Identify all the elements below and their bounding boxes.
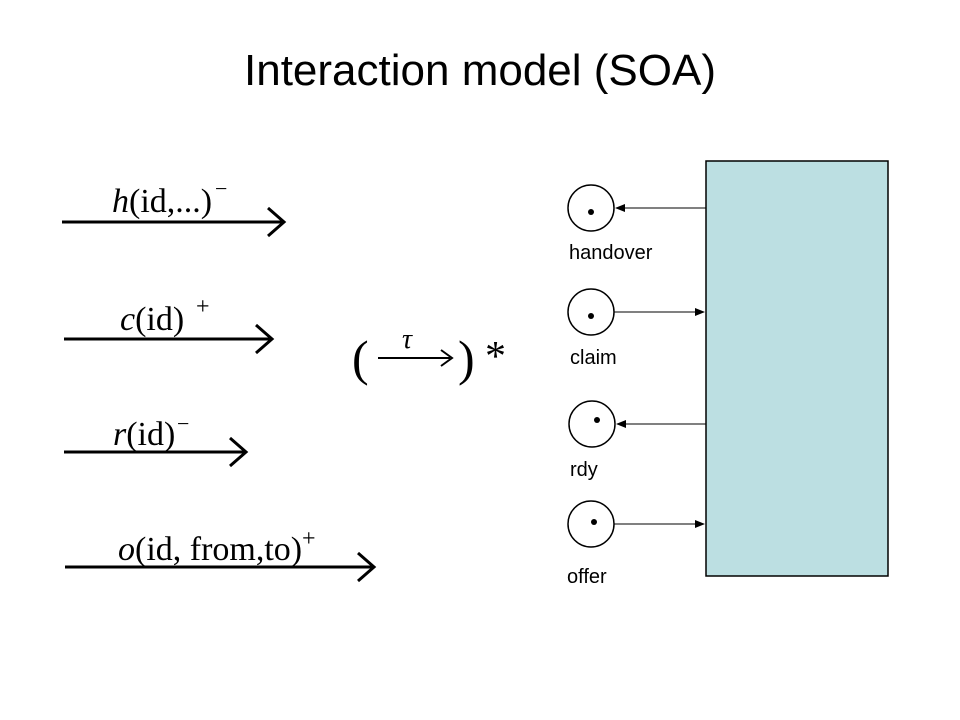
action-o-args: (id, from,to) <box>135 531 302 568</box>
place-rdy-circle <box>568 400 616 448</box>
action-r: r(id) − <box>64 411 249 468</box>
tau-symbol: τ <box>402 324 413 355</box>
tau-arrow-head <box>440 349 454 367</box>
action-r-name: r <box>113 416 127 453</box>
action-r-sign: − <box>177 411 189 436</box>
place-handover-label: handover <box>569 242 653 264</box>
place-rdy: rdy <box>568 400 706 481</box>
svg-text:h(id,...): h(id,...) <box>112 183 212 220</box>
action-c-args: (id) <box>135 301 184 338</box>
action-o-name: o <box>118 531 135 568</box>
place-offer-circle <box>567 500 615 548</box>
action-h: h(id,...) − <box>62 176 287 238</box>
action-o: o(id, from,to) + <box>65 526 377 583</box>
place-claim-circle <box>567 288 615 336</box>
action-r-arrow-head <box>229 436 249 468</box>
place-claim-token <box>588 313 594 319</box>
kleene-star: * <box>485 334 506 380</box>
tau-open-paren: ( <box>352 330 369 386</box>
slide-title: Interaction model (SOA) <box>244 46 716 95</box>
action-c-arrow-head <box>255 323 275 355</box>
action-h-arrow-head <box>267 206 287 238</box>
action-h-sign: − <box>215 176 227 201</box>
place-rdy-label: rdy <box>570 459 598 481</box>
place-offer-token <box>591 519 597 525</box>
action-h-args: (id,...) <box>129 183 212 220</box>
tau-close-paren: ) <box>458 330 475 386</box>
svg-text:o(id, from,to): o(id, from,to) <box>118 531 302 568</box>
place-handover-circle <box>567 184 615 232</box>
place-offer: offer <box>567 500 705 588</box>
action-c-sign: + <box>196 294 210 320</box>
action-c-name: c <box>120 301 135 338</box>
place-claim-label: claim <box>570 347 617 369</box>
action-c: c(id) + <box>64 294 275 355</box>
action-o-arrow-head <box>357 551 377 583</box>
svg-text:c(id): c(id) <box>120 301 184 338</box>
place-handover-token <box>588 209 594 215</box>
place-handover: handover <box>567 184 706 264</box>
place-rdy-token <box>594 417 600 423</box>
place-offer-label: offer <box>567 566 607 588</box>
action-r-args: (id) <box>126 416 175 453</box>
component-box <box>705 160 889 577</box>
tau-expression: ( τ ) * <box>352 324 506 386</box>
action-o-sign: + <box>302 526 316 552</box>
place-claim: claim <box>567 288 705 369</box>
svg-text:r(id): r(id) <box>113 416 175 453</box>
action-h-name: h <box>112 183 129 220</box>
